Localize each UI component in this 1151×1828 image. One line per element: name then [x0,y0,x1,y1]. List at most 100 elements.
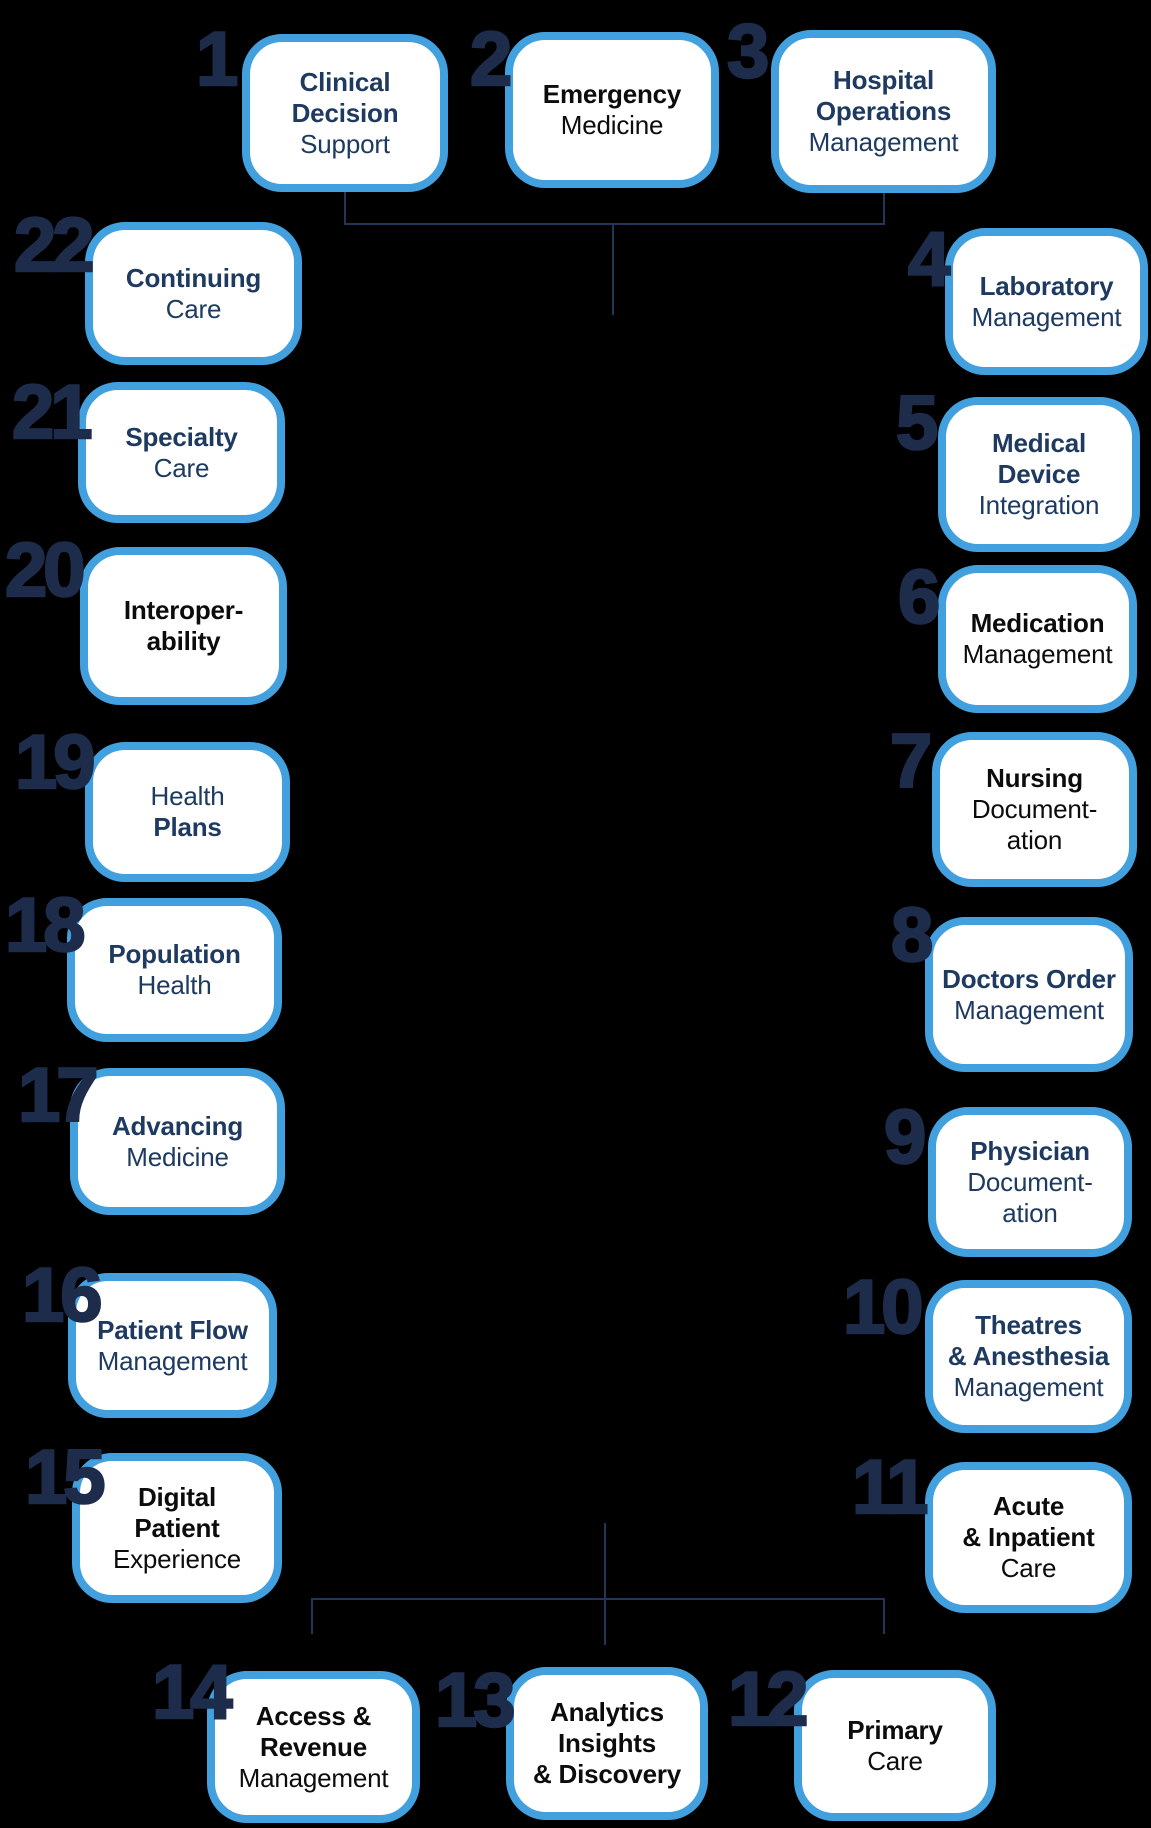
service-label-line: & Anesthesia [947,1341,1110,1371]
service-number: 16 [21,1253,104,1338]
service-number: 1 [195,17,240,102]
service-label-line: Nursing [986,763,1083,793]
service-label-line: Theatres [975,1310,1082,1340]
service-label-line: Medication [970,608,1105,638]
service-label-line: Insights [557,1728,657,1758]
service-label-line: Operations [815,96,952,126]
service-number: 2 [469,17,514,102]
service-label-line: Document- [971,794,1098,824]
service-number: 5 [895,381,940,466]
service-label-line: ation [1006,825,1063,855]
service-label-line: Management [238,1762,389,1793]
service-label-line: Patient Flow [97,1314,248,1345]
service-label-line: Medicine [560,110,664,140]
service-label-line: Plans [153,812,222,842]
connector-bottom-bar [311,1598,885,1600]
service-number: 12 [727,1657,810,1742]
service-label-line: Care [165,293,222,324]
service-label-line: & Discovery [532,1759,682,1789]
service-label-line: Management [808,127,959,157]
connector-bottom-left-drop [311,1598,313,1634]
service-number: 8 [890,893,935,978]
service-number: 21 [11,370,94,455]
service-label-line: Physician [970,1135,1090,1166]
service-number: 9 [883,1095,928,1180]
service-label-line: Revenue [260,1731,367,1762]
service-label-line: Digital [137,1481,217,1512]
service-label-line: Patient [134,1512,220,1543]
service-label-line: Medical [992,428,1086,458]
service-label-line: Management [971,301,1122,332]
service-label-line: Health [150,781,225,811]
connector-top-left-drop [344,192,346,225]
service-label-line: Device [997,459,1081,489]
service-label-line: Continuing [125,262,262,293]
service-label-line: Health [137,970,212,1000]
service-label-line: Doctors Order [942,963,1116,994]
service-label-line: Advancing [111,1110,244,1141]
service-label-line: Interoper- [123,595,244,625]
service-number: 4 [907,217,952,302]
service-label-line: Care [1000,1553,1057,1583]
service-number: 3 [726,9,771,94]
service-label-line: Access & [255,1700,372,1731]
service-label-line: Specialty [125,421,238,452]
service-label: Interoper-ability [88,595,279,657]
service-number: 22 [13,203,96,288]
service-card: Interoper-ability [80,547,287,705]
service-label-line: & Inpatient [962,1522,1095,1552]
service-label-line: Emergency [542,79,682,109]
service-label-line: ability [146,626,221,656]
service-number: 15 [24,1435,107,1520]
service-label-line: ation [1002,1197,1058,1228]
connector-bottom-stem [604,1523,606,1645]
service-label-line: Laboratory [979,270,1114,301]
service-label-line: Care [153,452,210,483]
service-number: 10 [842,1265,925,1350]
service-label-line: Clinical [299,66,391,97]
